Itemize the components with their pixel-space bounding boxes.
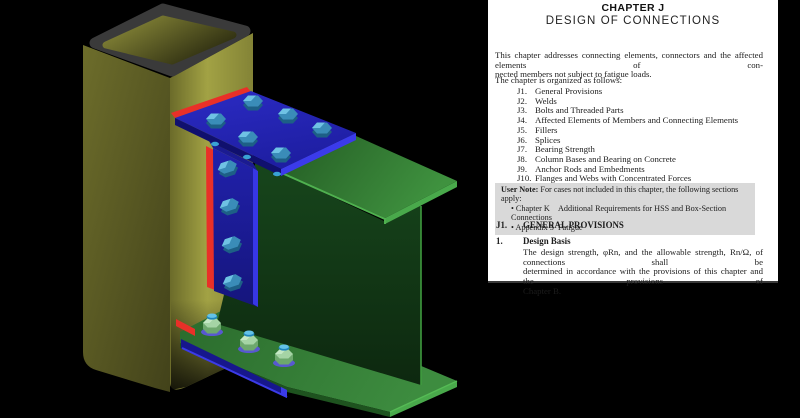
top-plate-face [175,91,356,169]
web-weld [206,146,215,290]
toc-item: J10.Flanges and Webs with Concentrated F… [517,173,768,184]
toc-item: J7. Bearing Strength [517,144,768,155]
bolt-tip [273,171,281,177]
section-list: J1. General Provisions J2. Welds J3. Bolts … [517,86,768,184]
toc-item-label: Welds [535,95,557,106]
toc-item-num: J2. [517,95,528,106]
column-top-opening [102,15,237,65]
user-note-desc: Fatigue [558,222,583,232]
toc-item-label: Anchor Rods and Embedments [535,163,645,174]
user-note-ref: • Chapter K [511,203,550,213]
toc-item-num: J10. [517,173,532,184]
toc-item-label: Flanges and Webs with Concentrated Force… [535,173,692,184]
beam-web-face [217,160,421,385]
beam-top-flange-top [283,136,457,218]
connection-3d-view [83,3,458,417]
beam-bottom-flange-end [390,381,457,417]
toc-item-label: Bearing Strength [535,144,595,155]
bottom-plate-edge [181,339,287,398]
intro-line: nected members not subject to fatigue lo… [495,69,652,80]
toc-item-label: Fillers [535,124,558,135]
top-plate-bolt [243,95,263,111]
user-note-label: User Note: [501,185,539,194]
bottom-flange-connection [176,313,295,398]
beam-top-flange-tip-edge [283,173,386,224]
toc-item-label: Bolts and Threaded Parts [535,105,624,116]
toc-item: J2. Welds [517,95,768,107]
user-note-box: User Note: For cases not included in thi… [495,183,755,236]
subsection-title: Design Basis [523,236,571,246]
user-note-item: • Appendix 3 Fatigue [501,223,751,232]
toc-item-num: J8. [517,153,528,164]
intro-paragraph: This chapter addresses connecting elemen… [495,50,763,80]
toc-item-num: J7. [517,144,528,155]
toc-item-num: J3. [517,105,528,116]
i-beam [180,136,458,417]
subsection-num: 1. [496,236,503,246]
toc-item-label: Affected Elements of Members and Connect… [535,115,739,126]
section-heading-j1: J1. GENERAL PROVISIONS [496,220,763,230]
toc-item: J4. Affected Elements of Members and Conn… [517,115,768,126]
user-note-intro: User Note: For cases not included in thi… [501,185,751,204]
subsection-heading-design-basis: 1. Design Basis [496,236,763,246]
bolt-tip [243,154,251,160]
toc-item-label: General Provisions [535,86,603,96]
top-plate-bolt [312,122,332,138]
design-basis-paragraph: The design strength, φRn, and the allowa… [523,247,763,297]
beam-top-flange-end [385,181,457,224]
body-line: Chapter B. [523,285,562,296]
toc-item-label: Splices [535,134,561,145]
bottom-plate-end [281,387,287,398]
bottom-plate-bright-edge [181,347,288,398]
beam-bottom-flange-tip [180,343,390,417]
section-title: GENERAL PROVISIONS [523,220,624,230]
body-line: determined in accordance with the provis… [523,266,763,287]
user-note-desc: Additional Requirements for HSS and Box-… [511,203,727,223]
top-plate-bolt [278,108,298,124]
column-left-face [83,45,170,392]
toc-item-label: Column Bases and Bearing on Concrete [535,153,676,164]
toc-item: J8. Column Bases and Bearing on Concrete [517,153,768,165]
toc-item: J9. Anchor Rods and Embedments [517,163,768,175]
toc-item: J3. Bolts and Threaded Parts [517,106,768,116]
top-weld [171,87,251,118]
top-plate-bright-edge [281,133,356,176]
user-note-ref: • Appendix 3 [511,222,554,232]
web-plate-top-edge [209,141,257,170]
toc-item: J5. Fillers [517,124,768,136]
toc-item: J1. General Provisions [517,86,768,97]
toc-item-num: J4. [517,115,528,126]
bolt-tip [211,141,219,147]
chapter-label: CHAPTER J [601,2,665,14]
toc-item-num: J9. [517,163,528,174]
web-plate [206,141,258,307]
organized-line: The chapter is organized as follows: [495,75,623,85]
user-note-text: For cases not included in this chapter, … [501,185,739,204]
body-line: The design strength, φRn, and the allowa… [523,247,763,267]
toc-item-num: J6. [517,134,528,145]
top-flange-plate [171,87,356,177]
document-page: CHAPTER J DESIGN OF CONNECTIONS This cha… [488,0,778,296]
intro-line: This chapter addresses connecting elemen… [495,50,763,70]
section-num: J1. [496,220,508,230]
web-plate-bright-edge [253,168,258,307]
top-plate-bolt [206,113,226,129]
toc-item-num: J5. [517,124,528,135]
top-plate-bolt [271,147,291,163]
page-title: DESIGN OF CONNECTIONS [545,15,721,27]
top-plate-dark-edge [175,118,281,176]
beam-bottom-flange-end-edge [389,380,458,413]
toc-item-num: J1. [517,86,528,96]
bottom-weld [176,319,195,336]
web-plate-face [213,148,258,307]
top-plate-bolt [238,131,258,147]
toc-item: J6. Splices [517,134,768,146]
